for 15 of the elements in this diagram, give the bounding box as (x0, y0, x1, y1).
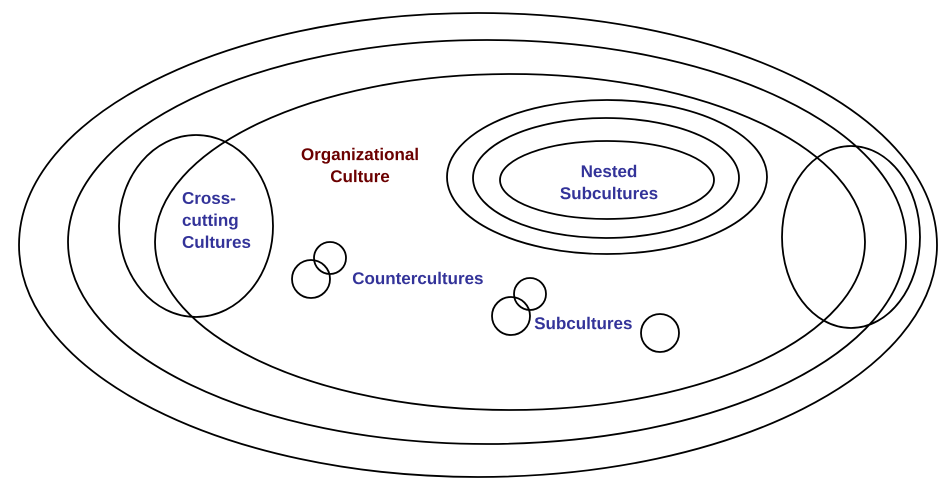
ellipse-label: Nested Subcultures (560, 164, 658, 200)
circle (491, 296, 531, 336)
circle-label: Countercultures (352, 272, 483, 284)
ellipse-label: Cross-cutting Cultures (182, 192, 250, 248)
circle (291, 259, 331, 299)
ellipse (67, 39, 907, 445)
circle (313, 241, 347, 275)
circle (640, 313, 680, 353)
ellipse (446, 99, 768, 255)
ellipse (781, 145, 921, 329)
circle-label: Subcultures (534, 316, 632, 330)
ellipse (472, 117, 740, 239)
ellipse-label: Organizational Culture (302, 148, 418, 182)
ellipse (18, 12, 938, 478)
circle (513, 277, 547, 311)
